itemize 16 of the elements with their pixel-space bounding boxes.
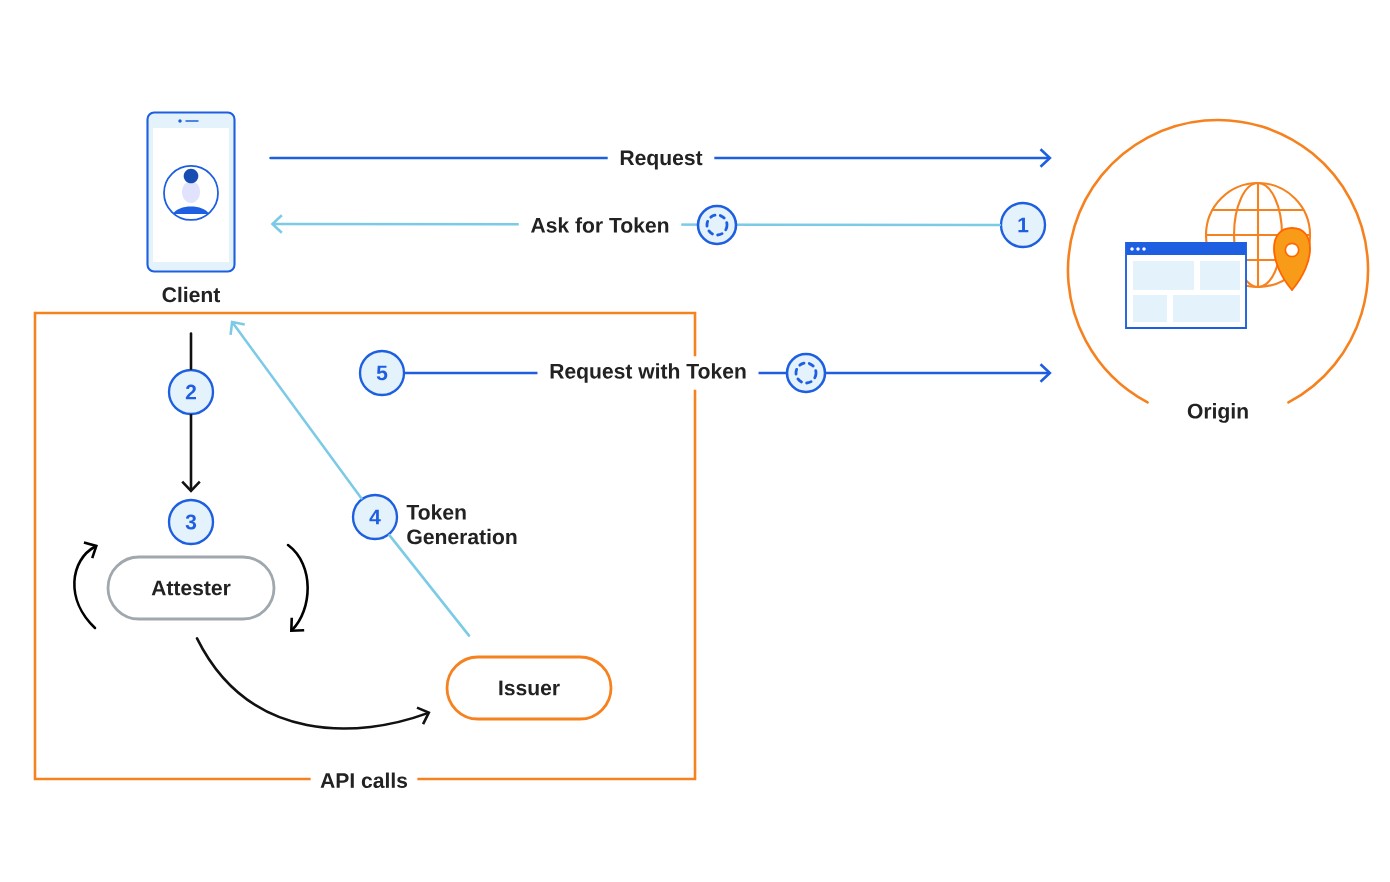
step-number-badge: 4 xyxy=(351,493,399,541)
arrow xyxy=(229,320,363,500)
step-number-badge: 2 xyxy=(167,368,215,416)
step-caption: Token Generation xyxy=(406,504,517,545)
edge-label: Request xyxy=(607,143,715,177)
attester-pill: Attester xyxy=(106,555,276,621)
arrow xyxy=(181,413,201,493)
origin-label: Origin xyxy=(1187,403,1248,423)
step-number-badge: 3 xyxy=(167,498,215,546)
issuer-pill: Issuer xyxy=(445,655,613,721)
step-number-badge: 5 xyxy=(358,349,406,397)
client-label: Client xyxy=(162,286,221,303)
step-number-badge: 1 xyxy=(999,201,1047,249)
edge-label: Ask for Token xyxy=(518,210,682,240)
edge-label: Request with Token xyxy=(537,356,759,390)
arrow xyxy=(195,637,431,730)
